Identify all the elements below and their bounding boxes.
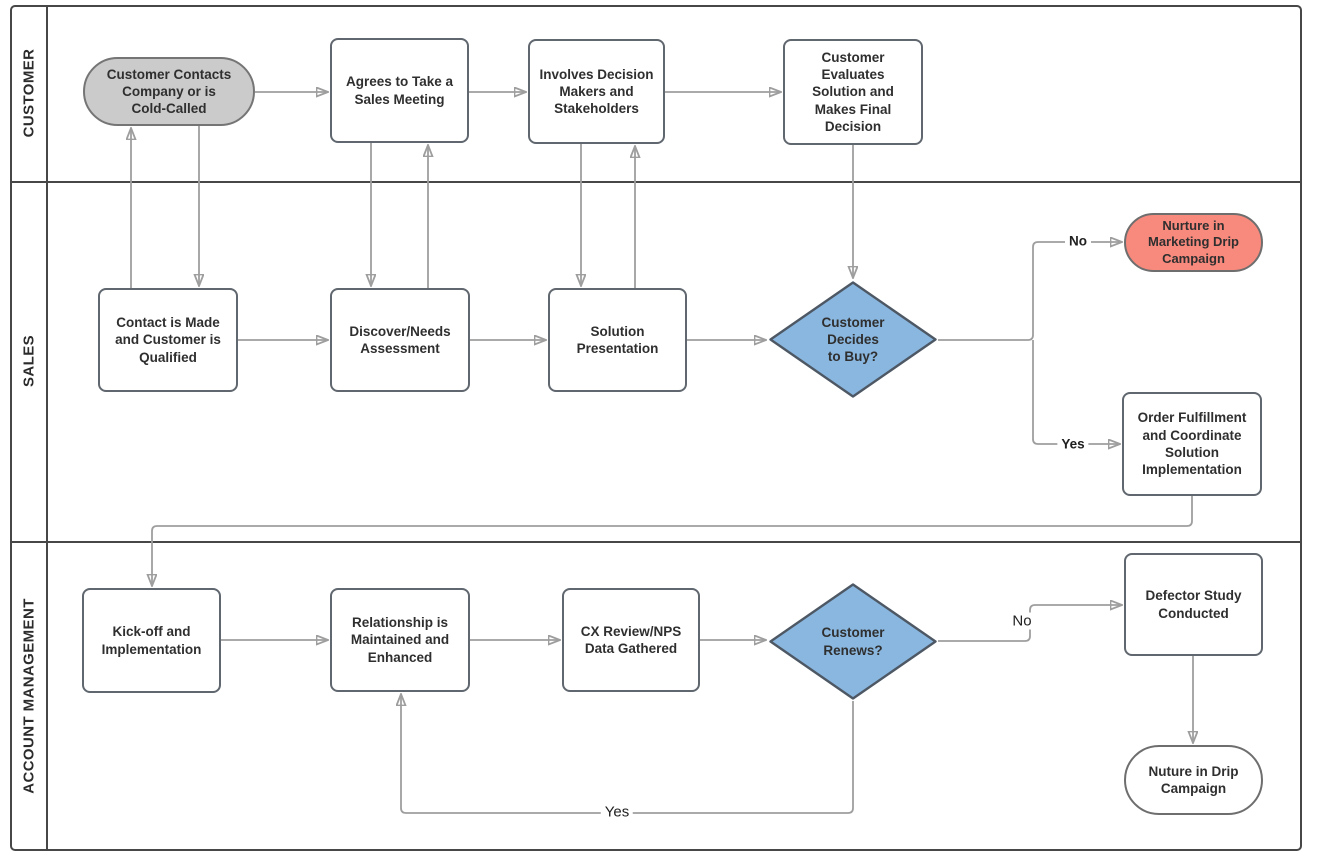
edge-label-buy-yes: Yes — [1057, 436, 1089, 452]
node-label: Nuture in Drip Campaign — [1148, 763, 1239, 796]
edge-order-to-kickoff — [152, 496, 1193, 586]
node-decides-to-buy: Customer Decides to Buy? — [768, 280, 938, 399]
node-label: Customer Decides to Buy? — [821, 314, 885, 365]
node-label: Relationship is Maintained and Enhanced — [350, 615, 450, 665]
lane-divider-customer-sales — [10, 181, 1302, 183]
lane-label-divider — [46, 5, 48, 851]
edge-label-renew-yes: Yes — [600, 803, 634, 821]
node-label: Order Fulfillment and Coordinate Solutio… — [1137, 410, 1247, 478]
node-label: Defector Study Conducted — [1145, 588, 1242, 621]
node-customer-evaluates: Customer Evaluates Solution and Makes Fi… — [783, 39, 923, 145]
node-order-fulfillment: Order Fulfillment and Coordinate Solutio… — [1122, 392, 1262, 496]
node-label: Customer Evaluates Solution and Makes Fi… — [812, 49, 894, 134]
node-label: Solution Presentation — [576, 323, 659, 356]
node-label: Involves Decision Makers and Stakeholder… — [539, 66, 654, 117]
node-kickoff-implementation: Kick-off and Implementation — [82, 588, 221, 693]
lane-divider-sales-account — [10, 541, 1302, 543]
node-contact-made: Contact is Made and Customer is Qualifie… — [98, 288, 238, 392]
edge-decision-yes-to-order — [1032, 340, 1120, 444]
diagram-frame — [10, 5, 1302, 851]
node-involves-decision: Involves Decision Makers and Stakeholder… — [528, 39, 665, 144]
node-customer-contacts: Customer Contacts Company or is Cold-Cal… — [83, 57, 255, 126]
edge-label-renew-no: No — [1008, 612, 1036, 630]
node-label: Discover/Needs Assessment — [349, 323, 451, 356]
diamond-shape — [769, 281, 937, 398]
edge-renews-yes-to-relationship — [401, 694, 854, 814]
node-label: CX Review/NPS Data Gathered — [580, 623, 682, 656]
node-nuture-drip: Nuture in Drip Campaign — [1124, 745, 1263, 815]
edge-label-buy-no: No — [1065, 233, 1091, 249]
node-defector-study: Defector Study Conducted — [1124, 553, 1263, 656]
node-relationship-maintained: Relationship is Maintained and Enhanced — [330, 588, 470, 692]
node-customer-renews: Customer Renews? — [768, 582, 938, 701]
node-discover-needs: Discover/Needs Assessment — [330, 288, 470, 392]
node-label: Customer Renews? — [821, 625, 885, 658]
node-agrees-meeting: Agrees to Take a Sales Meeting — [330, 38, 469, 143]
node-label: Customer Contacts Company or is Cold-Cal… — [106, 66, 232, 117]
node-label: Agrees to Take a Sales Meeting — [345, 74, 454, 107]
node-cx-review: CX Review/NPS Data Gathered — [562, 588, 700, 692]
edge-decision-no-to-nurture — [938, 242, 1122, 341]
diamond-shape — [769, 583, 937, 700]
node-label: Contact is Made and Customer is Qualifie… — [115, 315, 221, 365]
node-label: Kick-off and Implementation — [101, 624, 202, 657]
node-label: Nurture in Marketing Drip Campaign — [1147, 217, 1239, 266]
node-solution-presentation: Solution Presentation — [548, 288, 687, 392]
node-nurture-marketing: Nurture in Marketing Drip Campaign — [1124, 213, 1263, 272]
